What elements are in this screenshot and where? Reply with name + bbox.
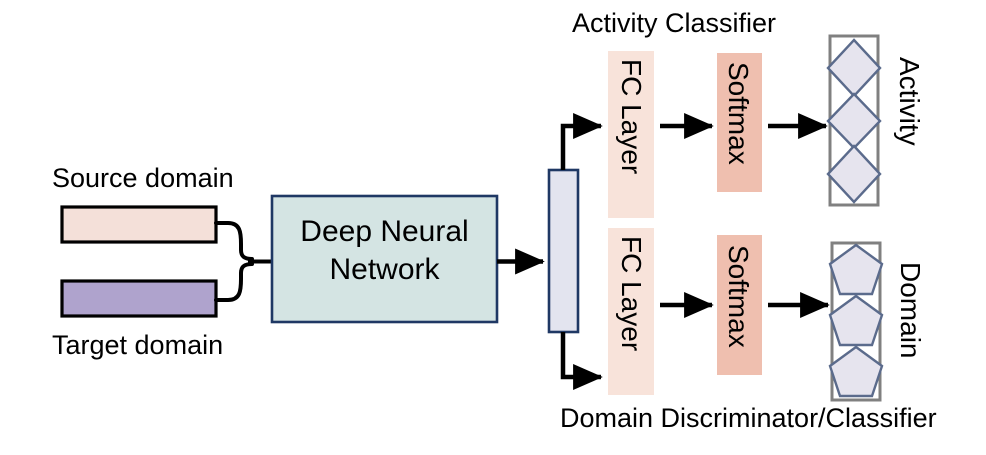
domain-softmax-box [717,235,762,375]
domain-output-pentagon [828,294,884,347]
source-domain-bar [60,205,218,244]
activity-softmax-box [717,53,762,192]
domain-fc-layer-box [608,228,654,395]
branch-to-domain-fc-arrow [560,332,603,391]
activity-classifier-title: Activity Classifier [572,8,777,38]
deep-neural-network-box [270,194,499,324]
activity-output-label: Activity [894,57,925,146]
target-domain-bar [60,279,218,318]
domain-output-label: Domain [895,262,926,359]
source-domain-label: Source domain [52,163,234,193]
domain-fc-layer-label: FC Layer [616,236,647,352]
activity-softmax-label: Softmax [723,62,754,165]
deep-neural-network-label-line1: Deep Neural [300,215,469,248]
domain-output-pentagon [828,243,884,296]
deep-neural-network-label-line2: Network [329,253,440,286]
branch-to-activity-fc-arrow [560,112,603,170]
domain-discriminator-title: Domain Discriminator/Classifier [560,403,937,433]
domain-softmax-label: Softmax [723,245,754,348]
target-domain-label: Target domain [52,330,224,360]
domain-output-pentagon [828,345,884,398]
feature-vector-bar [547,168,580,334]
activity-fc-layer-label: FC Layer [616,59,647,175]
activity-output-diamond [826,144,882,204]
merge-brace-connector [214,221,254,302]
activity-fc-layer-box [608,51,654,218]
